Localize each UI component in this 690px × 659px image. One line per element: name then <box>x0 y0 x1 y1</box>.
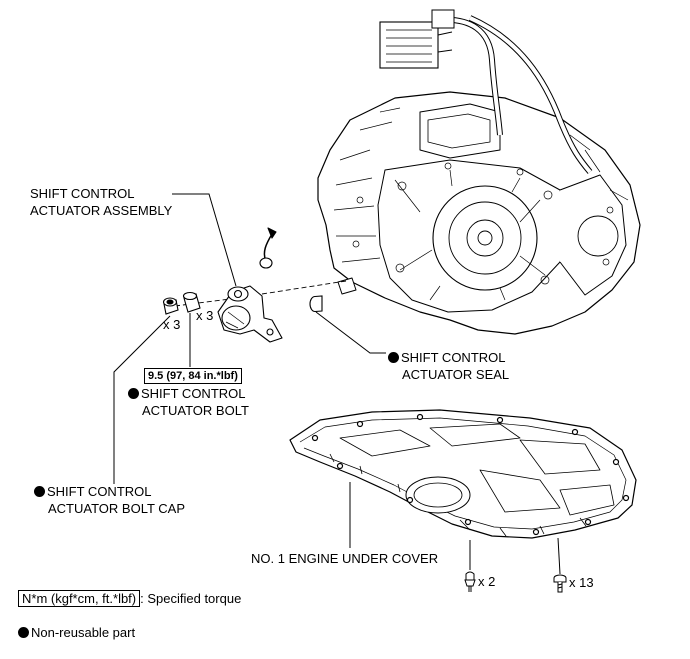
label-actuator-assembly-line1: SHIFT CONTROL <box>30 186 135 201</box>
shift-control-actuator-assembly <box>217 227 283 343</box>
screw <box>553 574 567 593</box>
label-actuator-assembly-line2: ACTUATOR ASSEMBLY <box>30 203 173 218</box>
legend-nonreusable: Non-reusable part <box>18 624 135 641</box>
non-reusable-dot-icon <box>34 486 45 497</box>
label-actuator-seal-line2: ACTUATOR SEAL <box>402 367 510 382</box>
legend-torque-units: N*m (kgf*cm, ft.*lbf) <box>18 590 141 607</box>
wire-harness <box>379 9 593 174</box>
engine-under-cover <box>289 409 637 539</box>
label-qty-screw: x 13 <box>569 575 594 590</box>
label-under-cover: NO. 1 ENGINE UNDER COVER <box>251 551 439 566</box>
label-qty-clip: x 2 <box>478 574 496 589</box>
shift-control-actuator-seal <box>309 295 323 313</box>
label-actuator-assembly: SHIFT CONTROL ACTUATOR ASSEMBLY <box>30 185 172 219</box>
label-qty-bolt: x 3 <box>196 308 214 323</box>
legend-torque: N*m (kgf*cm, ft.*lbf): Specified torque <box>18 590 241 607</box>
label-actuator-bolt-cap-line1: SHIFT CONTROL <box>34 483 185 500</box>
legend-torque-desc: : Specified torque <box>140 591 242 606</box>
shift-control-actuator-bolt <box>182 291 201 313</box>
label-actuator-bolt-cap-line2: ACTUATOR BOLT CAP <box>48 501 186 516</box>
label-actuator-seal: SHIFT CONTROL ACTUATOR SEAL <box>388 349 509 383</box>
shift-control-actuator-bolt-cap <box>162 297 179 315</box>
non-reusable-dot-icon <box>128 388 139 399</box>
label-actuator-bolt-line1: SHIFT CONTROL <box>128 385 249 402</box>
label-actuator-seal-line1: SHIFT CONTROL <box>388 349 509 366</box>
leader-lines <box>113 193 561 575</box>
label-actuator-bolt-cap: SHIFT CONTROL ACTUATOR BOLT CAP <box>34 483 185 517</box>
legend-nonreusable-text: Non-reusable part <box>31 625 136 640</box>
label-qty-cap: x 3 <box>163 317 181 332</box>
label-actuator-bolt-line2: ACTUATOR BOLT <box>142 403 249 418</box>
label-actuator-bolt: SHIFT CONTROL ACTUATOR BOLT <box>128 385 249 419</box>
non-reusable-dot-icon <box>388 352 399 363</box>
torque-spec-box: 9.5 (97, 84 in.*lbf) <box>144 368 242 384</box>
transaxle-assembly <box>317 91 641 335</box>
non-reusable-dot-icon <box>18 627 29 638</box>
clip <box>464 571 476 592</box>
